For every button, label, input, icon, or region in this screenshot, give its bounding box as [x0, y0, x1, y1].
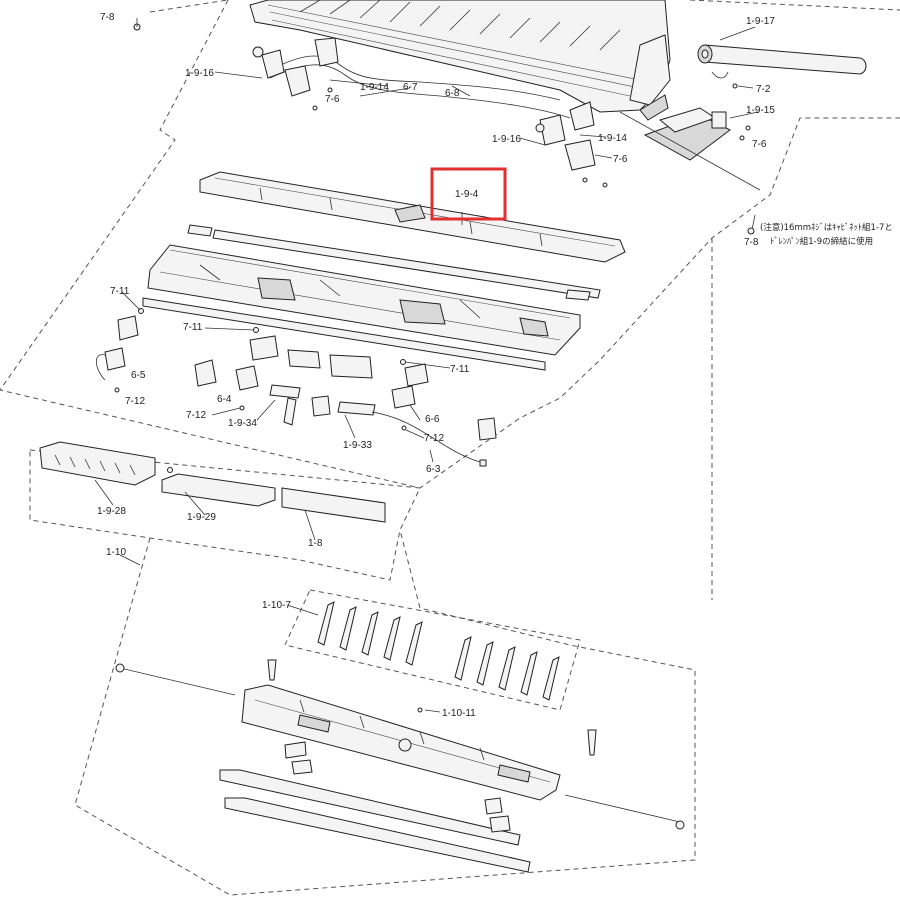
label-7-12-b: 7-12	[186, 410, 206, 421]
part-1-9-29	[161, 467, 276, 507]
label-1-9-28: 1-9-28	[97, 506, 126, 517]
long-bar	[142, 297, 546, 371]
label-6-6: 6-6	[425, 414, 440, 425]
filter-strip	[187, 224, 601, 301]
label-1-9-33: 1-9-33	[343, 440, 372, 451]
label-1-9-4: 1-9-4	[455, 189, 479, 200]
label-6-8: 6-8	[445, 88, 460, 99]
label-1-9-29: 1-9-29	[187, 512, 216, 523]
part-labels: 7-8 1-9-17 1-9-16 1-9-14 6-7 6-8 7-6 7-2…	[97, 12, 775, 719]
part-1-9-17-pipe	[697, 44, 867, 89]
louver-assembly	[115, 659, 685, 873]
part-1-10-7-vanes	[317, 601, 560, 701]
label-7-11-a: 7-11	[110, 286, 130, 297]
label-6-4: 6-4	[217, 394, 232, 405]
screw-7-8-right	[747, 214, 756, 235]
drain-pan-assembly	[249, 0, 671, 121]
leader-lines	[94, 26, 761, 713]
label-1-10-7: 1-10-7	[262, 600, 291, 611]
main-chassis-frame	[147, 244, 581, 356]
label-6-7: 6-7	[403, 82, 418, 93]
label-1-9-34: 1-9-34	[228, 418, 257, 429]
label-7-12-a: 7-12	[125, 396, 145, 407]
label-7-12-c: 7-12	[424, 433, 444, 444]
middle-small-parts	[95, 308, 497, 467]
label-1-9-15: 1-9-15	[746, 105, 775, 116]
label-7-6-a: 7-6	[325, 94, 340, 105]
assembly-note: (注意)16mmﾈｼﾞはｷｬﾋﾞﾈｯﾄ組1-7と ﾄﾞﾚﾝﾊﾟﾝ組1-9の締結に…	[760, 222, 893, 247]
note-line-2: ﾄﾞﾚﾝﾊﾟﾝ組1-9の締結に使用	[770, 236, 873, 247]
label-1-10: 1-10	[106, 547, 126, 558]
highlight-box	[430, 167, 507, 221]
part-1-8	[281, 487, 386, 523]
part-1-9-28	[39, 441, 156, 486]
label-7-6-b: 7-6	[752, 139, 767, 150]
label-7-2: 7-2	[756, 84, 771, 95]
top-wiring-harness	[133, 18, 608, 188]
label-7-11-c: 7-11	[450, 364, 470, 375]
label-6-3: 6-3	[426, 464, 441, 475]
label-1-9-17: 1-9-17	[746, 16, 775, 27]
note-line-1: (注意)16mmﾈｼﾞはｷｬﾋﾞﾈｯﾄ組1-7と	[760, 222, 893, 233]
label-1-9-14-a: 1-9-14	[360, 82, 389, 93]
label-1-9-16-b: 1-9-16	[492, 134, 521, 145]
label-7-6-c: 7-6	[613, 154, 628, 165]
label-1-8: 1-8	[308, 538, 323, 549]
label-1-9-16-a: 1-9-16	[185, 68, 214, 79]
label-7-8-right: 7-8	[744, 237, 759, 248]
label-1-10-11: 1-10-11	[442, 708, 476, 719]
label-7-8-top: 7-8	[100, 12, 115, 23]
part-1-9-15-bracket	[643, 107, 751, 161]
label-1-9-14-b: 1-9-14	[598, 133, 627, 144]
label-6-5: 6-5	[131, 370, 146, 381]
part-1-9-4-rail	[199, 171, 626, 263]
label-7-11-b: 7-11	[183, 322, 203, 333]
